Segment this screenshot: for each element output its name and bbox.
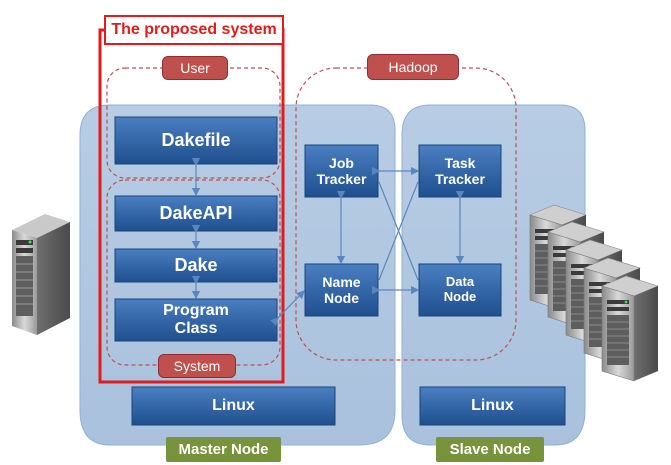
dakefile-box	[114, 116, 278, 165]
dake-label: Dake	[174, 255, 218, 276]
data-node-box	[418, 263, 502, 317]
dakeapi-label: DakeAPI	[159, 203, 233, 224]
name-node-box	[304, 263, 379, 317]
program-class-box	[114, 298, 278, 342]
user-group-outline	[106, 67, 281, 179]
system-group-outline	[106, 179, 281, 366]
task-tracker-label: Task Tracker	[435, 154, 485, 187]
data-node-label: Data Node	[443, 274, 477, 304]
hadoop-group-label: Hadoop	[367, 54, 459, 80]
user-group-label: User	[162, 56, 228, 80]
slave-node-label: Slave Node	[436, 437, 544, 462]
linux-slave-box	[419, 386, 566, 426]
program-class-label: Program Class	[163, 301, 229, 337]
linux-slave-label: Linux	[471, 396, 514, 414]
linux-master-box	[131, 386, 336, 426]
master-node-label: Master Node	[166, 437, 281, 462]
server-icon	[12, 214, 70, 335]
linux-master-label: Linux	[212, 396, 255, 414]
system-group-label: System	[158, 354, 236, 378]
dakefile-label: Dakefile	[161, 130, 231, 151]
connectors	[191, 157, 465, 327]
proposed-system-title: The proposed system	[104, 15, 284, 45]
name-node-label: Name Node	[322, 273, 361, 306]
job-tracker-label: Job Tracker	[316, 154, 367, 187]
task-tracker-box	[418, 144, 502, 198]
server-cluster-icon	[529, 204, 659, 382]
